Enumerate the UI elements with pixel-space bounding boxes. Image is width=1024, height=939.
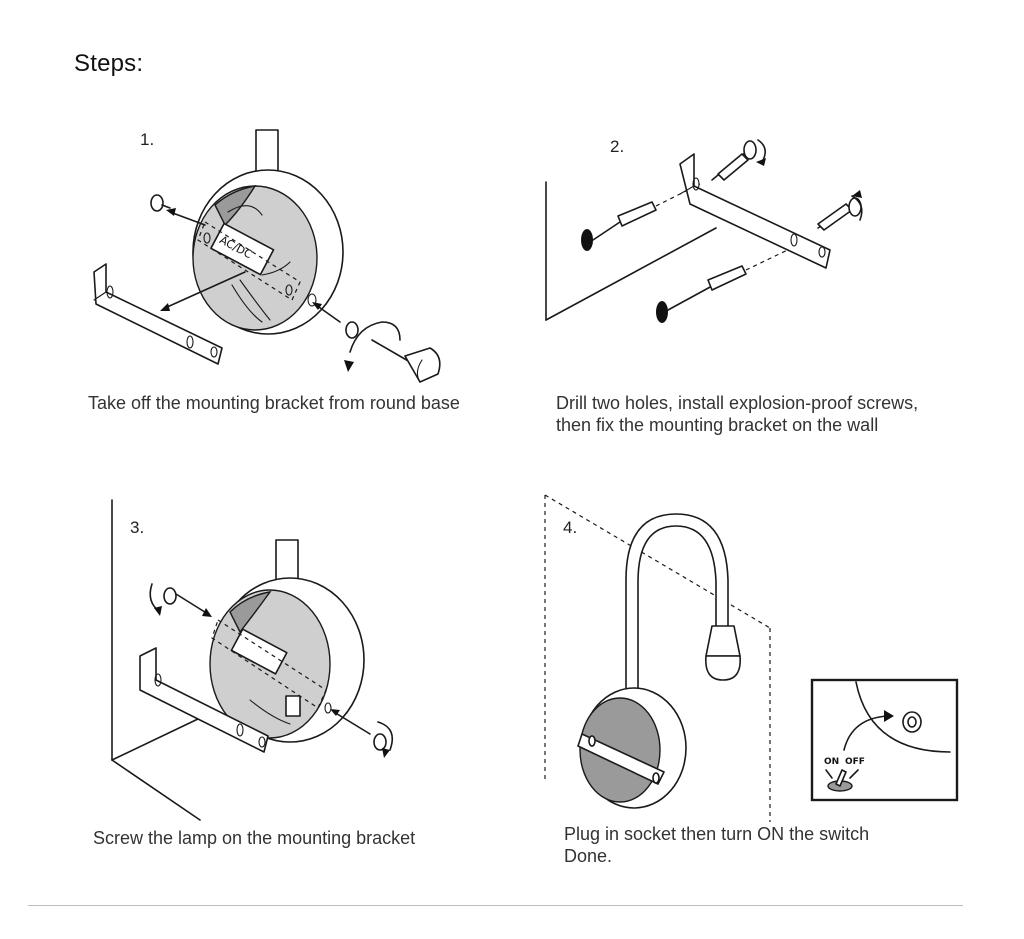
step-4-illustration: ON OFF [544, 494, 959, 822]
bottom-divider [28, 905, 963, 906]
step-3-caption-line: Screw the lamp on the mounting bracket [93, 828, 416, 848]
step-1-number: 1. [140, 130, 155, 149]
step-4-caption-line: Plug in socket then turn ON the switch [564, 824, 870, 844]
step-2-caption-line: then fix the mounting bracket on the wal… [556, 415, 879, 435]
step-2-caption-line: Drill two holes, install explosion-proof… [556, 393, 919, 413]
step-2-caption: Drill two holes, install explosion-proof… [556, 392, 918, 436]
step-3-illustration [111, 499, 394, 821]
step-1-caption: Take off the mounting bracket from round… [88, 392, 460, 414]
step-2-number: 2. [610, 137, 625, 156]
steps-heading: Steps: [74, 50, 144, 77]
step-3-number: 3. [130, 518, 145, 537]
step-2-illustration [545, 139, 863, 323]
step-1-illustration: AC/DC [93, 129, 441, 383]
switch-on-label: ON [824, 757, 839, 767]
step-4-number: 4. [563, 518, 578, 537]
step-4-caption: Plug in socket then turn ON the switch D… [564, 823, 869, 867]
step-1-caption-line: Take off the mounting bracket from round… [88, 393, 460, 413]
step-3-caption: Screw the lamp on the mounting bracket [93, 827, 415, 849]
step-4-caption-line: Done. [564, 846, 613, 866]
switch-off-label: OFF [845, 757, 865, 767]
